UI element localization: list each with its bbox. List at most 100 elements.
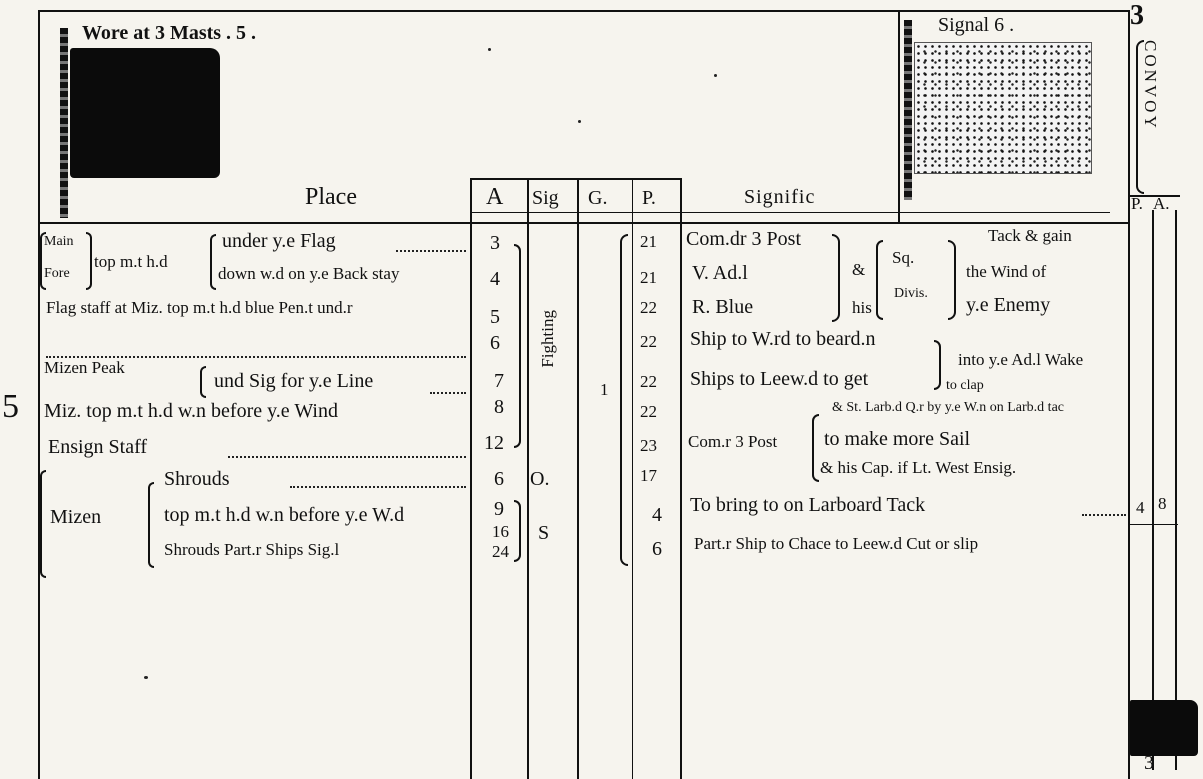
col-sep-convoy-right <box>1175 210 1177 770</box>
page-mark-top: 3 <box>1130 0 1144 31</box>
main-fore-brace <box>40 232 46 290</box>
right-flag-title: Signal 6 . <box>938 14 1015 36</box>
mizen-brace-outer <box>40 470 46 578</box>
sig-ships-leeward: Ships to Leew.d to get <box>690 368 869 390</box>
col-header-p: P. <box>642 187 656 209</box>
sig-chace: Part.r Ship to Chace to Leew.d Cut or sl… <box>694 534 979 553</box>
convoy-p-val: 4 <box>1136 498 1145 517</box>
place-top-mast-head: top m.t h.d <box>94 252 168 271</box>
place-shrouds-part-ships: Shrouds Part.r Ships Sig.l <box>164 540 340 559</box>
p-row-5: 22 <box>640 372 657 391</box>
mizen-brace <box>148 482 154 568</box>
place-down-back-stay: down w.d on y.e Back stay <box>218 264 400 283</box>
p-row-6: 22 <box>640 402 657 421</box>
g-one: 1 <box>600 380 609 399</box>
a-row-9: 9 <box>494 498 504 520</box>
col-sep-a-right <box>527 178 529 779</box>
sig-sq: Sq. <box>892 248 915 267</box>
right-flag <box>914 42 1092 174</box>
convoy-box-top <box>1130 195 1180 197</box>
col-header-sig: Sig <box>532 187 559 209</box>
col-sep-p-right <box>680 178 682 779</box>
place-mizen: Mizen <box>50 506 102 528</box>
a-brace-s <box>514 500 521 562</box>
header-rule <box>40 222 1130 224</box>
speck <box>144 676 148 679</box>
main-fore-brace-right <box>86 232 92 290</box>
a-row-4: 6 <box>490 332 500 354</box>
sig-divis: Divis. <box>894 286 928 301</box>
col-header-g: G. <box>588 187 608 209</box>
place-ensign-staff: Ensign Staff <box>48 436 148 458</box>
sig-enemy: y.e Enemy <box>966 294 1051 316</box>
place-mizen-peak: Mizen Peak <box>44 358 125 377</box>
place-flag-staff: Flag staff at Miz. top m.t h.d blue Pen.… <box>46 298 353 317</box>
sig-com-post-2: Com.r 3 Post <box>688 432 778 451</box>
left-flag-pole <box>60 28 68 218</box>
place-fore: Fore <box>44 266 70 281</box>
a-row-10: 16 <box>492 522 509 541</box>
col-header-a: A <box>486 184 504 210</box>
a-row-6: 8 <box>494 396 504 418</box>
signal-box-left <box>898 12 900 222</box>
sig-amp: & <box>852 260 866 279</box>
p-row-3: 22 <box>640 298 657 317</box>
place-main: Main <box>44 234 74 249</box>
sig-brace-3 <box>948 240 956 320</box>
under-down-brace <box>210 234 216 290</box>
a-brace-fighting <box>514 244 521 448</box>
bottom-right-flag <box>1130 700 1198 756</box>
sig-brace-2 <box>876 240 883 320</box>
speck <box>714 74 717 77</box>
sig-com-post: Com.dr 3 Post <box>686 228 802 250</box>
col-sep-a-left <box>470 178 472 779</box>
sig-s: S <box>538 522 550 544</box>
left-flag <box>70 48 220 178</box>
col-sep-g-right <box>632 178 633 779</box>
p-brace <box>620 234 628 566</box>
col-header-convoy-a: A. <box>1153 194 1170 213</box>
p-row-4: 22 <box>640 332 657 351</box>
right-flag-pole <box>904 20 912 200</box>
p-row-10: 6 <box>652 538 662 560</box>
col-sep-sig-right <box>577 178 579 779</box>
sig-brace-1 <box>832 234 840 322</box>
sig-to-clap: to clap <box>946 378 984 393</box>
place-topm-before-wd: top m.t h.d w.n before y.e W.d <box>164 504 405 526</box>
col-header-place: Place <box>305 184 357 210</box>
p-row-1: 21 <box>640 232 657 251</box>
sig-tack-gain: Tack & gain <box>988 226 1072 245</box>
page-mark-bottom: 3 <box>1144 752 1154 774</box>
place-und-sig-line: und Sig for y.e Line <box>214 370 374 392</box>
sig-fighting: Fighting <box>538 310 557 368</box>
convoy-a-val: 8 <box>1158 494 1167 513</box>
col-header-signific: Signific <box>744 186 816 208</box>
sig-cap-ensign: & his Cap. if Lt. West Ensig. <box>820 458 1017 477</box>
place-miz-top-wind: Miz. top m.t h.d w.n before y.e Wind <box>44 400 338 422</box>
header-rule-thin <box>470 212 1110 213</box>
sig-into-wake: into y.e Ad.l Wake <box>958 350 1084 369</box>
sig-his: his <box>852 298 872 317</box>
header-top-a <box>470 178 682 180</box>
a-row-2: 4 <box>490 268 500 290</box>
a-row-11: 24 <box>492 542 509 561</box>
mizen-peak-brace <box>200 366 206 398</box>
left-border <box>38 10 40 779</box>
a-row-1: 3 <box>490 232 500 254</box>
sig-ship-windward: Ship to W.rd to beard.n <box>690 328 876 350</box>
sig-wind-of: the Wind of <box>966 262 1047 281</box>
col-sep-signific-right <box>1128 178 1130 779</box>
speck <box>578 120 581 123</box>
convoy-brace <box>1136 40 1144 194</box>
sig-o: O. <box>530 468 550 490</box>
p-row-2: 21 <box>640 268 657 287</box>
margin-number: 5 <box>2 388 19 425</box>
a-row-7: 12 <box>484 432 504 454</box>
convoy-side-title: CONVOY <box>1141 40 1160 131</box>
a-row-5: 7 <box>494 370 504 392</box>
sig-vice-adm: V. Ad.l <box>692 262 748 284</box>
place-shrouds: Shrouds <box>164 468 230 490</box>
convoy-rule <box>1130 524 1178 525</box>
sig-rear-blue: R. Blue <box>692 296 754 318</box>
sig-brace-4 <box>934 340 941 390</box>
